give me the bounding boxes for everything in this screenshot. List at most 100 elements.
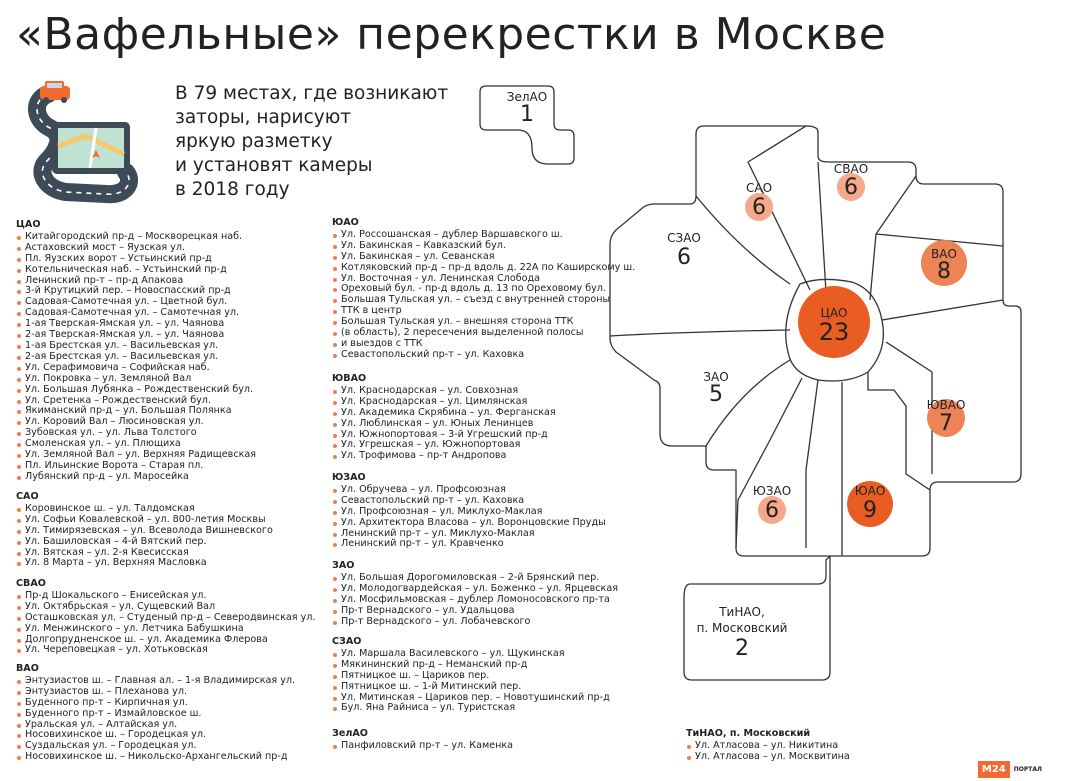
list-item: Ул. Южнопортовая – 3-й Угрешский пр-д bbox=[332, 429, 556, 441]
list-item: Ленинский пр-т – ул. Миклухо-Маклая bbox=[332, 528, 606, 540]
district-badge-vao: 8 bbox=[921, 240, 967, 286]
list-item: Энтузиастов ш. – Плеханова ул. bbox=[16, 686, 295, 698]
list-item: Пятницкое ш. – 1-й Митинский пер. bbox=[332, 681, 610, 693]
list-item: Ул. Атласова – ул. Москвитина bbox=[686, 751, 850, 763]
list-heading: ЮВАО bbox=[332, 373, 367, 384]
list-item: 2-ая Тверская-Ямская ул. – ул. Чаянова bbox=[16, 329, 256, 341]
list-item: Ул. Бакинская – Кавказский бул. bbox=[332, 240, 635, 252]
intersection-list: Китайгородский пр-д – Москворецкая наб.А… bbox=[16, 231, 256, 483]
list-item: Осташковская ул. – Студеный пр-д – Север… bbox=[16, 612, 315, 624]
list-yuao: ЮАО Ул. Россошанская – дублер Варшавског… bbox=[332, 217, 635, 361]
list-item: Астаховский мост – Яузская ул. bbox=[16, 242, 256, 254]
district-badge-yuao bbox=[847, 481, 893, 527]
list-heading: ЗелАО bbox=[332, 728, 368, 739]
list-item: Пр-т Вернадского – ул. Удальцова bbox=[332, 605, 618, 617]
list-item: Ул. Покровка – ул. Земляной Вал bbox=[16, 373, 256, 385]
list-item: Пл. Ильинские Ворота – Старая пл. bbox=[16, 460, 256, 472]
list-item: Панфиловский пр-т – ул. Каменка bbox=[332, 740, 513, 752]
intersection-list: Панфиловский пр-т – ул. Каменка bbox=[332, 740, 513, 752]
list-item: Лубянский пр-д – ул. Маросейка bbox=[16, 471, 256, 483]
list-item: 2-ая Брестская ул. – Васильевская ул. bbox=[16, 351, 256, 363]
list-item: Ул. Россошанская – дублер Варшавского ш. bbox=[332, 229, 635, 241]
list-item: Ул. Череповецкая – ул. Хотьковская bbox=[16, 645, 315, 656]
list-heading: СВАО bbox=[16, 578, 46, 589]
list-item: Садовая-Самотечная ул. – Самотечная ул. bbox=[16, 307, 256, 319]
list-item: Ул. Мосфильмовская – дублер Ломоносовско… bbox=[332, 594, 618, 606]
district-badge-sao: 6 bbox=[745, 193, 773, 221]
list-heading: ЦАО bbox=[16, 219, 41, 230]
list-item: Ул. Земляной Вал – ул. Верхняя Радищевск… bbox=[16, 449, 256, 461]
district-label-sao: САО bbox=[745, 181, 773, 195]
list-svao: СВАО Пр-д Шокальского – Енисейская ул.Ул… bbox=[16, 578, 315, 656]
list-item: Ул. Большая Дорогомиловская – 2-й Брянск… bbox=[332, 572, 618, 584]
list-item: Смоленская ул. – ул. Плющиха bbox=[16, 438, 256, 450]
list-item: Энтузиастов ш. – Главная ал. – 1-я Влади… bbox=[16, 675, 295, 687]
list-item: Ул. Трофимова – пр-т Андропова bbox=[332, 450, 556, 462]
list-item: Зубовская ул. – ул. Льва Толстого bbox=[16, 427, 256, 439]
road-map-illustration bbox=[28, 81, 138, 204]
list-item: Ул. Молодогвардейская – ул. Боженко – ул… bbox=[332, 583, 618, 595]
list-cao: ЦАО Китайгородский пр-д – Москворецкая н… bbox=[16, 219, 256, 483]
list-item: 1-ая Брестская ул. – Васильевская ул. bbox=[16, 340, 256, 352]
district-badge-svao: 6 bbox=[837, 173, 865, 201]
list-item: Ул. Октябрьская – ул. Сущевский Вал bbox=[16, 601, 315, 613]
list-item: Якиманский пр-д – ул. Большая Полянка bbox=[16, 406, 256, 417]
list-item: Ул. Академика Скрябина – ул. Ферганская bbox=[332, 407, 556, 419]
list-item: Ул. Восточная - ул. Ленинская Слобода bbox=[332, 273, 635, 285]
list-item: 3-й Крутицкий пер. – Новоспасский пр-д bbox=[16, 286, 256, 297]
list-item: Носовихинское ш. – Никольско-Архангельск… bbox=[16, 751, 295, 763]
intro-line: и установят камеры bbox=[175, 155, 373, 176]
list-szao: СЗАО Ул. Маршала Василевского – ул. Щуки… bbox=[332, 636, 610, 714]
list-item: Ул. Серафимовича – Софийская наб. bbox=[16, 362, 256, 374]
list-heading: ТиНАО, п. Московский bbox=[686, 728, 811, 739]
list-item: Ул. Вятская – ул. 2-я Квесисская bbox=[16, 547, 273, 559]
district-label-zelao: ЗелАО 1 bbox=[506, 90, 548, 127]
intro-text: В 79 местах, где возникают заторы, нарис… bbox=[175, 82, 448, 202]
list-tinao: ТиНАО, п. Московский Ул. Атласова – ул. … bbox=[686, 728, 850, 763]
logo-sub: ПОРТАЛ bbox=[1013, 766, 1042, 773]
list-item: 1-ая Тверская-Ямская ул. – ул. Чаянова bbox=[16, 318, 256, 330]
list-heading: СЗАО bbox=[332, 636, 362, 647]
list-item: Ул. Краснодарская – ул. Совхозная bbox=[332, 385, 556, 397]
list-item: Ул. Сретенка – Рождественский бул. bbox=[16, 395, 256, 407]
intersection-list: Ул. Большая Дорогомиловская – 2-й Брянск… bbox=[332, 572, 618, 628]
intersection-list: Пр-д Шокальского – Енисейская ул.Ул. Окт… bbox=[16, 590, 315, 656]
district-label-svao: СВАО bbox=[833, 162, 869, 176]
list-item: Буденного пр-т – Кирпичная ул. bbox=[16, 697, 295, 709]
list-item: Ленинский пр-т – ул. Кравченко bbox=[332, 539, 606, 550]
list-item: Ул. Тимирязевская – ул. Всеволода Вишнев… bbox=[16, 525, 273, 537]
m24-logo: M24 ПОРТАЛ bbox=[977, 761, 1042, 778]
list-item: Буденного пр-т – Измайловское ш. bbox=[16, 708, 295, 720]
list-item: Долгопрудненское ш. – ул. Академика Флер… bbox=[16, 634, 315, 646]
list-item: Ул. 8 Марта – ул. Верхняя Масловка bbox=[16, 558, 273, 569]
list-item: Ул. Бакинская – ул. Севанская bbox=[332, 251, 635, 263]
list-item: Котляковский пр-д – пр-д вдоль д. 22А по… bbox=[332, 262, 635, 274]
list-heading: ЗАО bbox=[332, 560, 355, 571]
list-item: Ул. Коровий Вал – Люсиновская ул. bbox=[16, 416, 256, 428]
district-label-tinao: ТиНАО, п. Московский 2 bbox=[696, 605, 788, 661]
list-item: Суздальская ул. – Городецкая ул. bbox=[16, 740, 295, 752]
district-badge-yuzao: 6 bbox=[758, 496, 786, 524]
list-item: Садовая-Самотечная ул. – Цветной бул. bbox=[16, 296, 256, 308]
list-heading: ЮЗАО bbox=[332, 472, 366, 483]
district-badge-szao: 6 bbox=[670, 243, 698, 271]
list-item: Ул. Большая Лубянка – Рождественский бул… bbox=[16, 384, 256, 396]
district-label-vao: ВАО bbox=[931, 247, 957, 261]
intersection-list: Ул. Россошанская – дублер Варшавского ш.… bbox=[332, 229, 635, 361]
list-vao: ВАО Энтузиастов ш. – Главная ал. – 1-я В… bbox=[16, 663, 295, 763]
list-item: Ул. Софьи Ковалевской – ул. 800-летия Мо… bbox=[16, 514, 273, 526]
list-heading: ЮАО bbox=[332, 217, 359, 228]
intro-line: В 79 местах, где возникают bbox=[175, 83, 449, 104]
car-icon bbox=[40, 86, 70, 100]
list-item: Пятницкое ш. – Цариков пер. bbox=[332, 670, 610, 682]
list-item: Ул. Люблинская – ул. Юных Ленинцев bbox=[332, 418, 556, 430]
list-item: Севастопольский пр-т – ул. Каховка bbox=[332, 495, 606, 507]
list-item: Пл. Яузских ворот – Устьинский пр-д bbox=[16, 253, 256, 265]
list-item: (в область), 2 пересечения выделенной по… bbox=[332, 327, 635, 339]
